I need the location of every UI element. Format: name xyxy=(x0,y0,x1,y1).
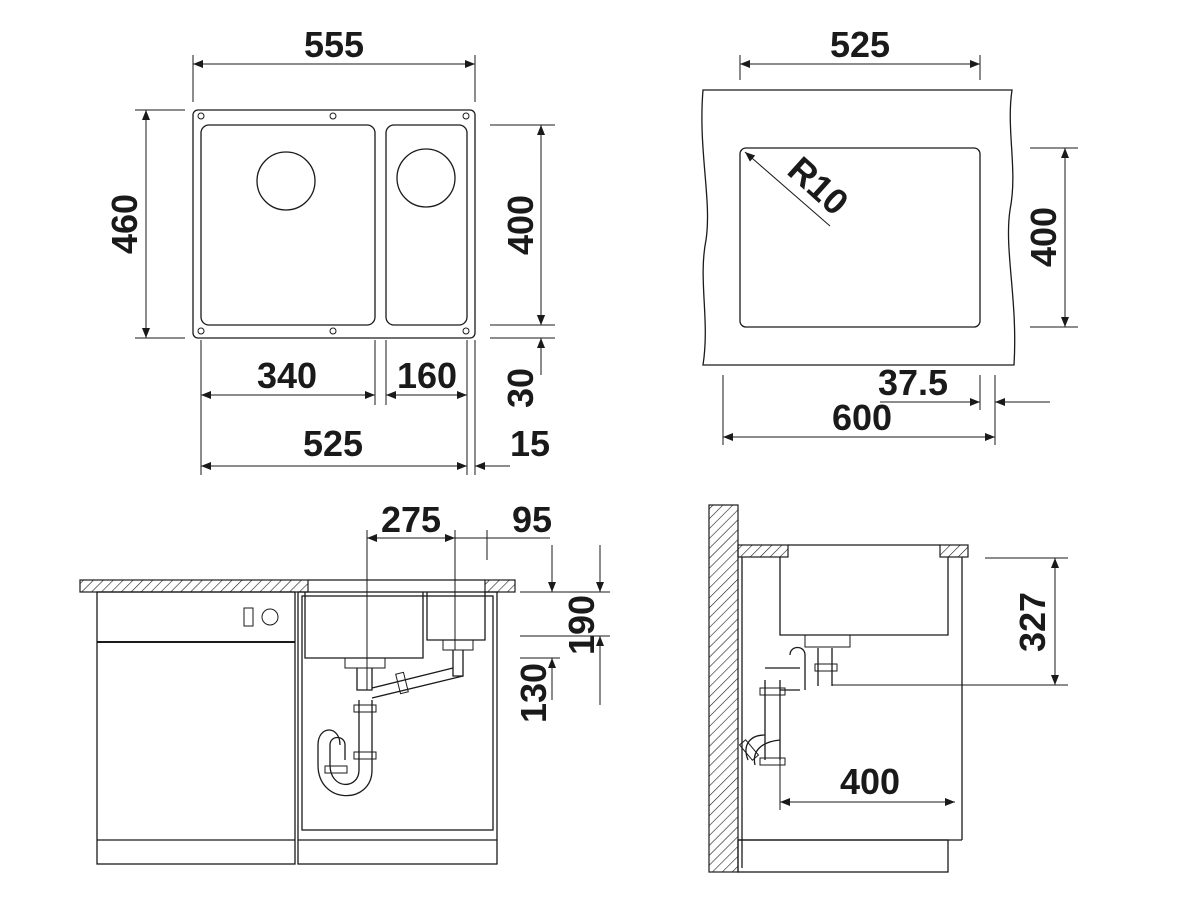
knob-icon xyxy=(261,608,279,626)
dim-bowls-total-width: 525 xyxy=(303,423,363,464)
dim-cabinet-width: 600 xyxy=(832,397,892,438)
dim-front-offset: 30 xyxy=(500,368,541,408)
dim-edge-offset: 37.5 xyxy=(878,362,948,403)
countertop-left xyxy=(79,579,309,593)
dim-drain-spacing: 275 xyxy=(381,499,441,540)
top-view: 555 460 400 30 340 160 525 15 xyxy=(104,24,555,475)
dim-drain-height: 130 xyxy=(513,663,554,723)
cutout-view: R10 525 400 37.5 600 xyxy=(701,24,1078,445)
dim-overall-width: 555 xyxy=(304,24,364,65)
dim-side-offset: 15 xyxy=(510,423,550,464)
small-drain xyxy=(396,148,456,208)
countertop-outline xyxy=(701,89,1016,366)
main-bowl xyxy=(200,124,376,326)
small-bowl xyxy=(385,124,468,326)
mounting-holes xyxy=(197,112,470,335)
side-view: 327 400 xyxy=(708,504,1068,873)
dim-overall-depth: 460 xyxy=(104,194,145,254)
countertop-right xyxy=(484,579,516,593)
dim-corner-radius: R10 xyxy=(780,148,857,223)
dim-main-bowl-width: 340 xyxy=(257,355,317,396)
dim-outlet-height: 327 xyxy=(1012,592,1053,652)
dim-small-drain-offset: 95 xyxy=(512,499,552,540)
sink-outline xyxy=(192,109,476,339)
switch-icon xyxy=(243,607,254,627)
dim-cutout-width: 525 xyxy=(830,24,890,65)
dim-bowl-depth: 400 xyxy=(500,195,541,255)
dim-bowl-height: 190 xyxy=(561,595,602,655)
dim-cutout-depth: 400 xyxy=(1023,207,1064,267)
cutout-opening xyxy=(739,147,981,328)
wall xyxy=(708,504,739,873)
dim-outlet-depth: 400 xyxy=(840,761,900,802)
front-view: 275 95 190 130 xyxy=(79,499,610,865)
main-drain xyxy=(256,151,316,211)
dim-small-bowl-width: 160 xyxy=(397,355,457,396)
